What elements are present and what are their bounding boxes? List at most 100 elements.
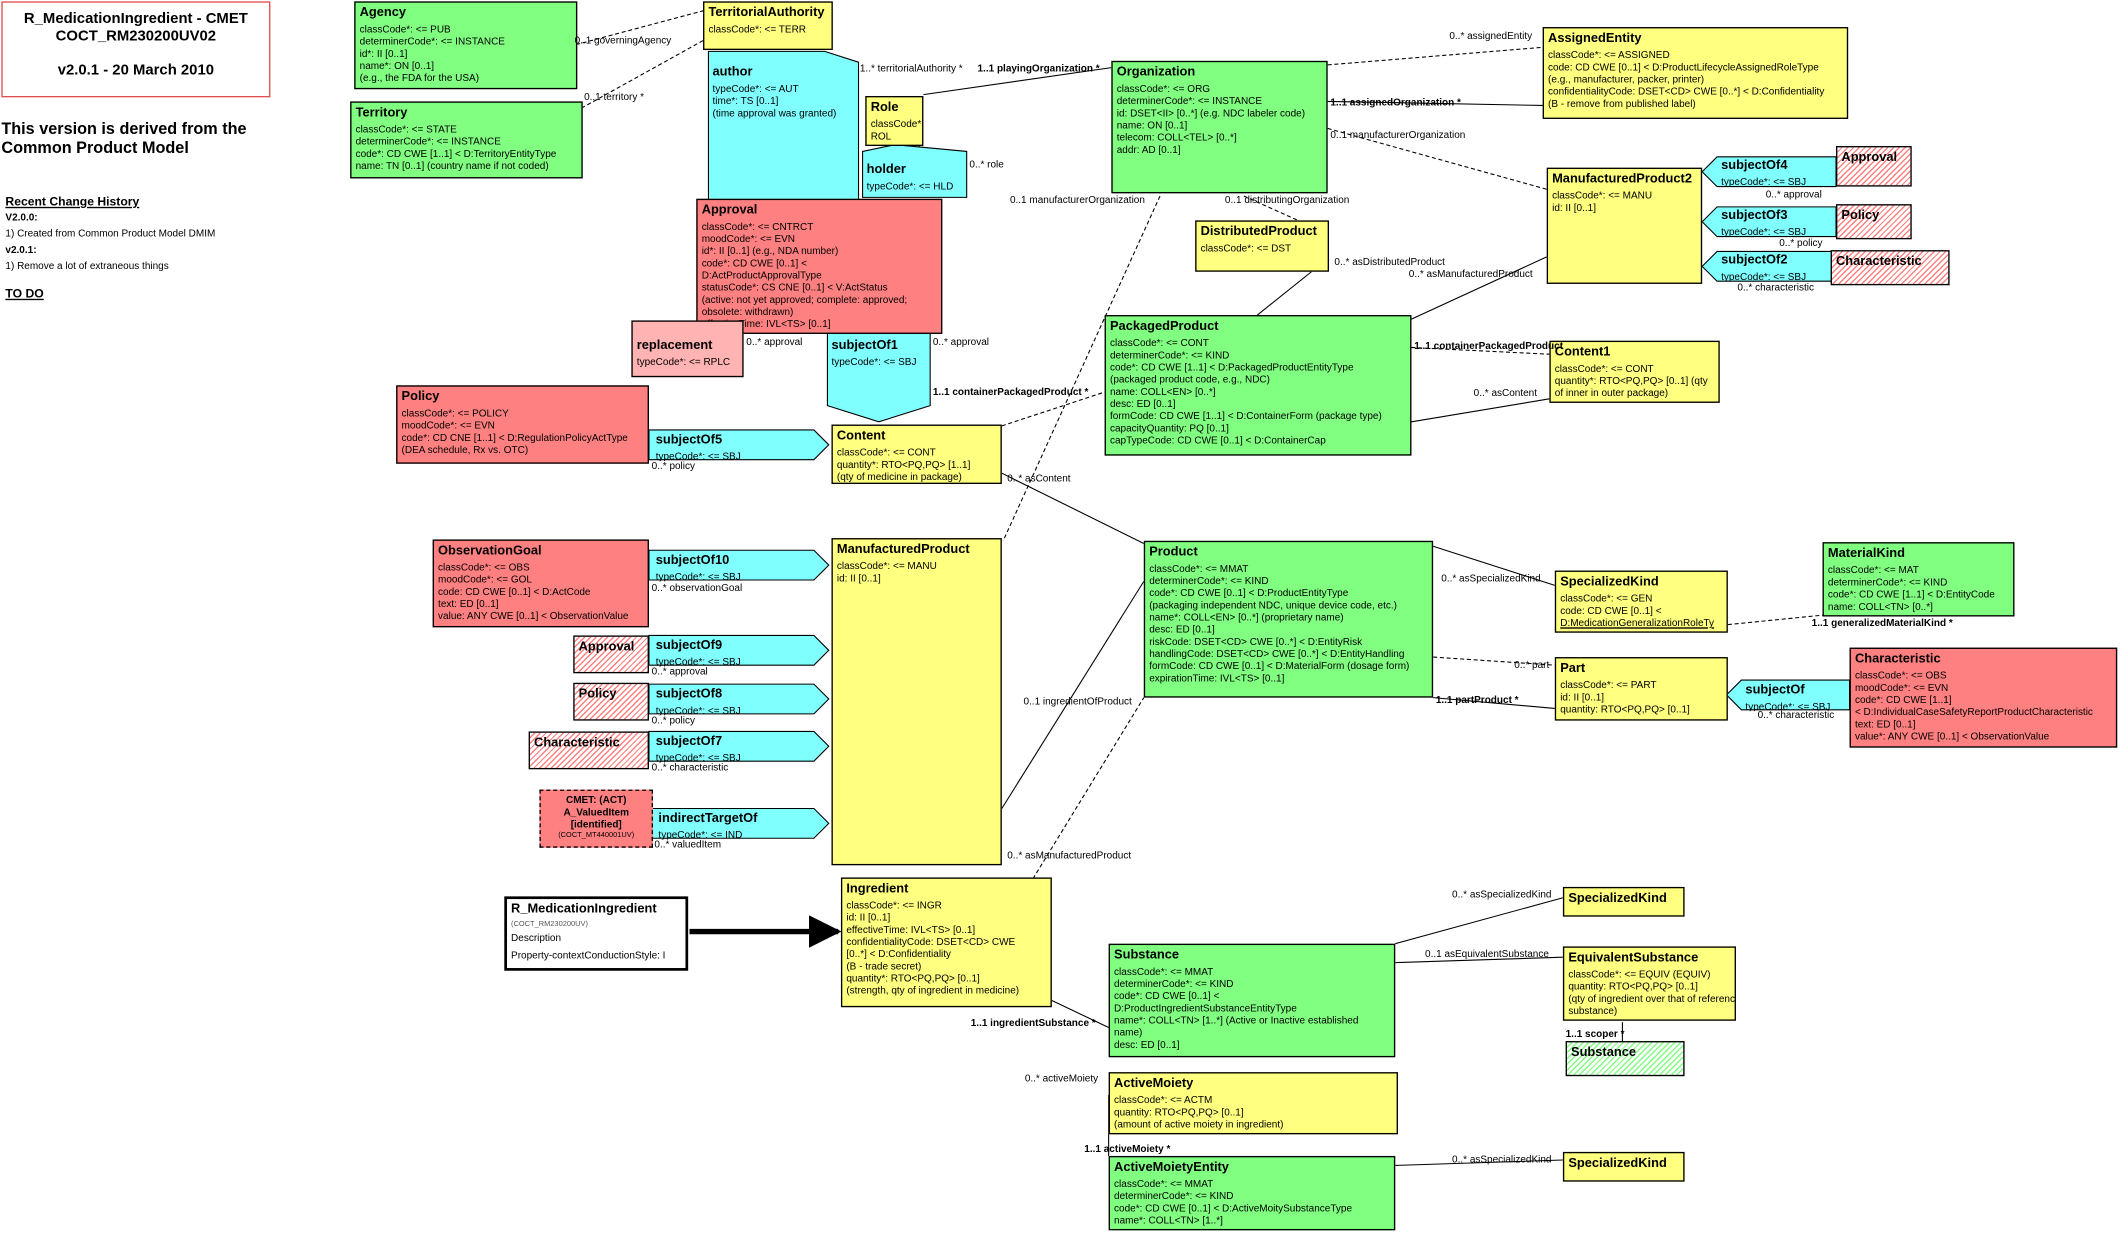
product-row: classCode*: <= MMAT (1149, 562, 1249, 575)
class-specialized-kind3[interactable]: SpecializedKind (1562, 1151, 1685, 1182)
role-row: classCode*: <= (870, 117, 924, 130)
class-policy[interactable]: Policy classCode*: <= POLICY moodCode*: … (396, 385, 649, 464)
label-active-moiety2: 1..1 activeMoiety * (1084, 1142, 1171, 1155)
class-specialized-kind[interactable]: SpecializedKind classCode*: <= GEN code:… (1554, 570, 1728, 633)
class-agency[interactable]: Agency classCode*: <= PUB determinerCode… (354, 1, 578, 90)
class-subjectof[interactable]: subjectOf typeCode*: <= SBJ (1741, 681, 1849, 711)
agency-title: Agency (359, 5, 407, 21)
class-characteristic-ref2[interactable]: Characteristic (528, 731, 649, 770)
entry-point-box[interactable]: R_MedicationIngredient (COCT_RM230200UV)… (504, 896, 689, 971)
label-part-product: 1..1 partProduct * (1435, 693, 1519, 706)
class-territorial-authority[interactable]: TerritorialAuthority classCode*: <= TERR (703, 1, 833, 51)
class-approval[interactable]: Approval classCode*: <= CNTRCT moodCode*… (696, 198, 943, 334)
class-subjectof5[interactable]: subjectOf5 typeCode*: <= SBJ (652, 431, 812, 461)
link-content-product (1001, 472, 1145, 544)
class-ingredient[interactable]: Ingredient classCode*: <= INGR id: II [0… (840, 877, 1052, 1008)
territory-row: classCode*: <= STATE (355, 123, 457, 136)
link-content1 (1411, 398, 1550, 423)
class-subjectof4[interactable]: subjectOf4 typeCode*: <= SBJ (1717, 157, 1836, 187)
class-replacement[interactable]: replacement typeCode*: <= RPLC (631, 320, 744, 378)
label-approval9: 0..* approval (651, 665, 708, 678)
subjectof4-row: typeCode*: <= SBJ (1721, 175, 1807, 187)
organization-title: Organization (1116, 64, 1196, 80)
class-active-moiety[interactable]: ActiveMoiety classCode*: <= ACTM quantit… (1108, 1072, 1398, 1135)
class-substance-ref[interactable]: Substance (1565, 1041, 1685, 1077)
material-kind-row: name: COLL<TN> [0..*] (1827, 600, 1933, 613)
role-title: Role (870, 100, 899, 115)
class-subjectof2[interactable]: subjectOf2 typeCode*: <= SBJ (1717, 251, 1836, 281)
label-policy8: 0..* policy (651, 713, 695, 727)
class-characteristic-ref[interactable]: Characteristic (1830, 250, 1950, 286)
label-observation-goal: 0..* observationGoal (651, 581, 743, 594)
label-characteristic-part: 0..* characteristic (1757, 708, 1835, 721)
replacement-title: replacement (636, 338, 713, 353)
class-role[interactable]: Role classCode*: <= ROL (865, 95, 924, 147)
class-material-kind[interactable]: MaterialKind classCode*: <= MAT determin… (1822, 542, 2015, 617)
class-subjectof10[interactable]: subjectOf10 typeCode*: <= SBJ (652, 552, 812, 581)
product-row: desc: ED [0..1] (1149, 623, 1215, 636)
class-manufactured-product[interactable]: ManufacturedProduct classCode*: <= MANU … (831, 538, 1002, 866)
specialized-kind-row: pe (1560, 629, 1722, 632)
indirect-target-of-row: typeCode*: <= IND (658, 828, 743, 840)
class-territory[interactable]: Territory classCode*: <= STATE determine… (350, 101, 583, 179)
class-author[interactable]: author typeCode*: <= AUT time*: TS [0..1… (708, 62, 857, 143)
class-part[interactable]: Part classCode*: <= PART id: II [0..1] q… (1554, 657, 1728, 721)
ingredient-row: confidentialityCode: DSET<CD> CWE (846, 935, 1016, 948)
product-title: Product (1149, 544, 1198, 560)
observation-goal-row: value: ANY CWE [0..1] < ObservationValue (438, 609, 629, 622)
class-subjectof3[interactable]: subjectOf3 typeCode*: <= SBJ (1717, 207, 1836, 236)
active-moiety-row: classCode*: <= ACTM (1114, 1093, 1213, 1106)
substance-title: Substance (1114, 947, 1180, 963)
class-content1[interactable]: Content1 classCode*: <= CONT quantity*: … (1549, 340, 1720, 403)
label-role: 0..* role (969, 158, 1004, 171)
subjectof1-title: subjectOf1 (831, 338, 898, 353)
class-content[interactable]: Content classCode*: <= CONT quantity*: R… (831, 424, 1002, 485)
class-policy-ref2[interactable]: Policy (573, 682, 649, 721)
packaged-product-row: (packaged product code, e.g., NDC) (1109, 373, 1270, 386)
class-subjectof1[interactable]: subjectOf1 typeCode*: <= SBJ (827, 335, 930, 376)
class-policy-ref[interactable]: Policy (1836, 204, 1912, 240)
cmet-line2: A_ValuedItem (563, 805, 629, 818)
class-subjectof9[interactable]: subjectOf9 typeCode*: <= SBJ (652, 637, 812, 666)
class-organization[interactable]: Organization classCode*: <= ORG determin… (1111, 60, 1328, 194)
organization-row: determinerCode*: <= INSTANCE (1116, 94, 1263, 107)
class-product[interactable]: Product classCode*: <= MMAT determinerCo… (1143, 540, 1434, 698)
class-characteristic[interactable]: Characteristic classCode*: <= OBS moodCo… (1849, 647, 2118, 748)
cmet-valued-item[interactable]: CMET: (ACT) A_ValuedItem [identified] (C… (539, 789, 654, 848)
class-observation-goal[interactable]: ObservationGoal classCode*: <= OBS moodC… (432, 539, 649, 628)
content1-title: Content1 (1554, 344, 1611, 360)
territory-row: determinerCode*: <= INSTANCE (355, 135, 501, 148)
class-holder[interactable]: holder typeCode*: <= HLD (863, 160, 968, 197)
class-manufactured-product2[interactable]: ManufacturedProduct2 classCode*: <= MANU… (1546, 167, 1703, 284)
class-equivalent-substance[interactable]: EquivalentSubstance classCode*: <= EQUIV… (1562, 946, 1736, 1021)
equivalent-substance-row: (qty of ingredient over that of referenc… (1568, 992, 1736, 1005)
class-distributed-product[interactable]: DistributedProduct classCode*: <= DST (1195, 220, 1330, 272)
class-indirect-target-of[interactable]: indirectTargetOf typeCode*: <= IND (654, 810, 814, 840)
class-specialized-kind2[interactable]: SpecializedKind (1562, 886, 1685, 917)
specialized-kind-row: code: CD CWE [0..1] < (1560, 604, 1662, 617)
class-assigned-entity[interactable]: AssignedEntity classCode*: <= ASSIGNED c… (1542, 27, 1849, 119)
class-approval-ref[interactable]: Approval (1836, 146, 1912, 187)
class-active-moiety-entity[interactable]: ActiveMoietyEntity classCode*: <= MMAT d… (1108, 1155, 1396, 1231)
packaged-product-row: determinerCode*: <= KIND (1109, 348, 1230, 361)
label-manufacturer-organization2: 0..1 manufacturerOrganization (1330, 128, 1466, 141)
substance-ref-title: Substance (1571, 1045, 1636, 1060)
ingredient-row: effectiveTime: IVL<TS> [0..1] (846, 923, 976, 936)
characteristic-row: classCode*: <= OBS (1854, 669, 1947, 682)
organization-row: classCode*: <= ORG (1116, 82, 1211, 95)
class-approval-ref2[interactable]: Approval (573, 635, 649, 674)
class-subjectof8[interactable]: subjectOf8 typeCode*: <= SBJ (652, 685, 812, 715)
title-line2: COCT_RM230200UV02 (55, 28, 217, 45)
class-substance[interactable]: Substance classCode*: <= MMAT determiner… (1108, 943, 1396, 1058)
label-as-distributed-product: 0..* asDistributedProduct (1334, 255, 1445, 268)
subjectof-row: typeCode*: <= SBJ (1745, 700, 1831, 712)
class-packaged-product[interactable]: PackagedProduct classCode*: <= CONT dete… (1104, 315, 1412, 456)
link-distributed-product (1257, 271, 1312, 316)
territory-row: name: TN [0..1] (country name if not cod… (355, 159, 549, 172)
packaged-product-row: capTypeCode: CD CWE [0..1] < D:Container… (1109, 433, 1326, 447)
link-ingredient-of-product (1001, 581, 1145, 809)
approval-ref-title: Approval (1841, 150, 1898, 165)
class-subjectof7[interactable]: subjectOf7 typeCode*: <= SBJ (652, 733, 812, 762)
organization-row: telecom: COLL<TEL> [0..*] (1116, 131, 1237, 144)
